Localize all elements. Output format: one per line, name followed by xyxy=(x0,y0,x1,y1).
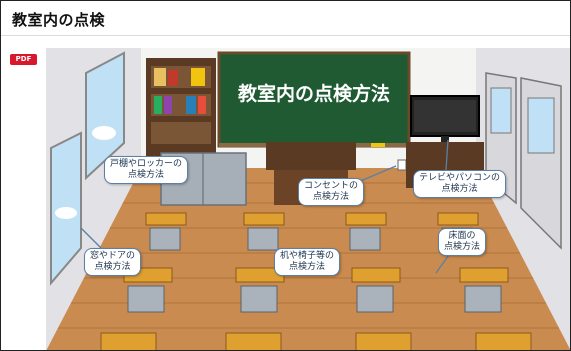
callout-floor-line1: 床面の xyxy=(448,231,476,241)
callout-outlet[interactable]: コンセントの 点検方法 xyxy=(298,178,365,206)
chalkboard-title-svg: 教室内の点検方法 xyxy=(238,82,390,105)
callout-desk-chair-line1: 机や椅子等の xyxy=(280,251,335,261)
callout-floor[interactable]: 床面の 点検方法 xyxy=(438,228,487,256)
callout-outlet-line2: 点検方法 xyxy=(313,192,350,202)
title-divider xyxy=(1,35,570,36)
callout-floor-line2: 点検方法 xyxy=(444,242,481,252)
callout-outlet-line1: コンセントの xyxy=(304,181,359,191)
callout-cabinet-locker-line1: 戸棚やロッカーの xyxy=(110,159,183,169)
callout-cabinet-locker-line2: 点検方法 xyxy=(128,170,165,180)
callout-desk-chair[interactable]: 机や椅子等の 点検方法 xyxy=(274,248,341,276)
classroom-illustration: 教室内の点検方法 戸棚やロッカーの 点検方法 コンセントの 点検方法 テレビやパ… xyxy=(46,48,570,350)
pdf-badge[interactable]: PDF xyxy=(10,54,37,65)
callout-window-door[interactable]: 窓やドアの 点検方法 xyxy=(84,248,142,276)
callout-window-door-line2: 点検方法 xyxy=(94,262,131,272)
callout-cabinet-locker[interactable]: 戸棚やロッカーの 点検方法 xyxy=(104,156,189,184)
callout-desk-chair-line2: 点検方法 xyxy=(289,262,326,272)
callout-tv-pc-line2: 点検方法 xyxy=(441,184,478,194)
callout-tv-pc-line1: テレビやパソコンの xyxy=(419,173,501,183)
callout-window-door-line1: 窓やドアの xyxy=(90,251,136,261)
page-title: 教室内の点検 xyxy=(12,11,106,29)
callout-tv-pc[interactable]: テレビやパソコンの 点検方法 xyxy=(413,170,507,198)
chalkboard-title: 教室内の点検方法 xyxy=(238,82,390,105)
